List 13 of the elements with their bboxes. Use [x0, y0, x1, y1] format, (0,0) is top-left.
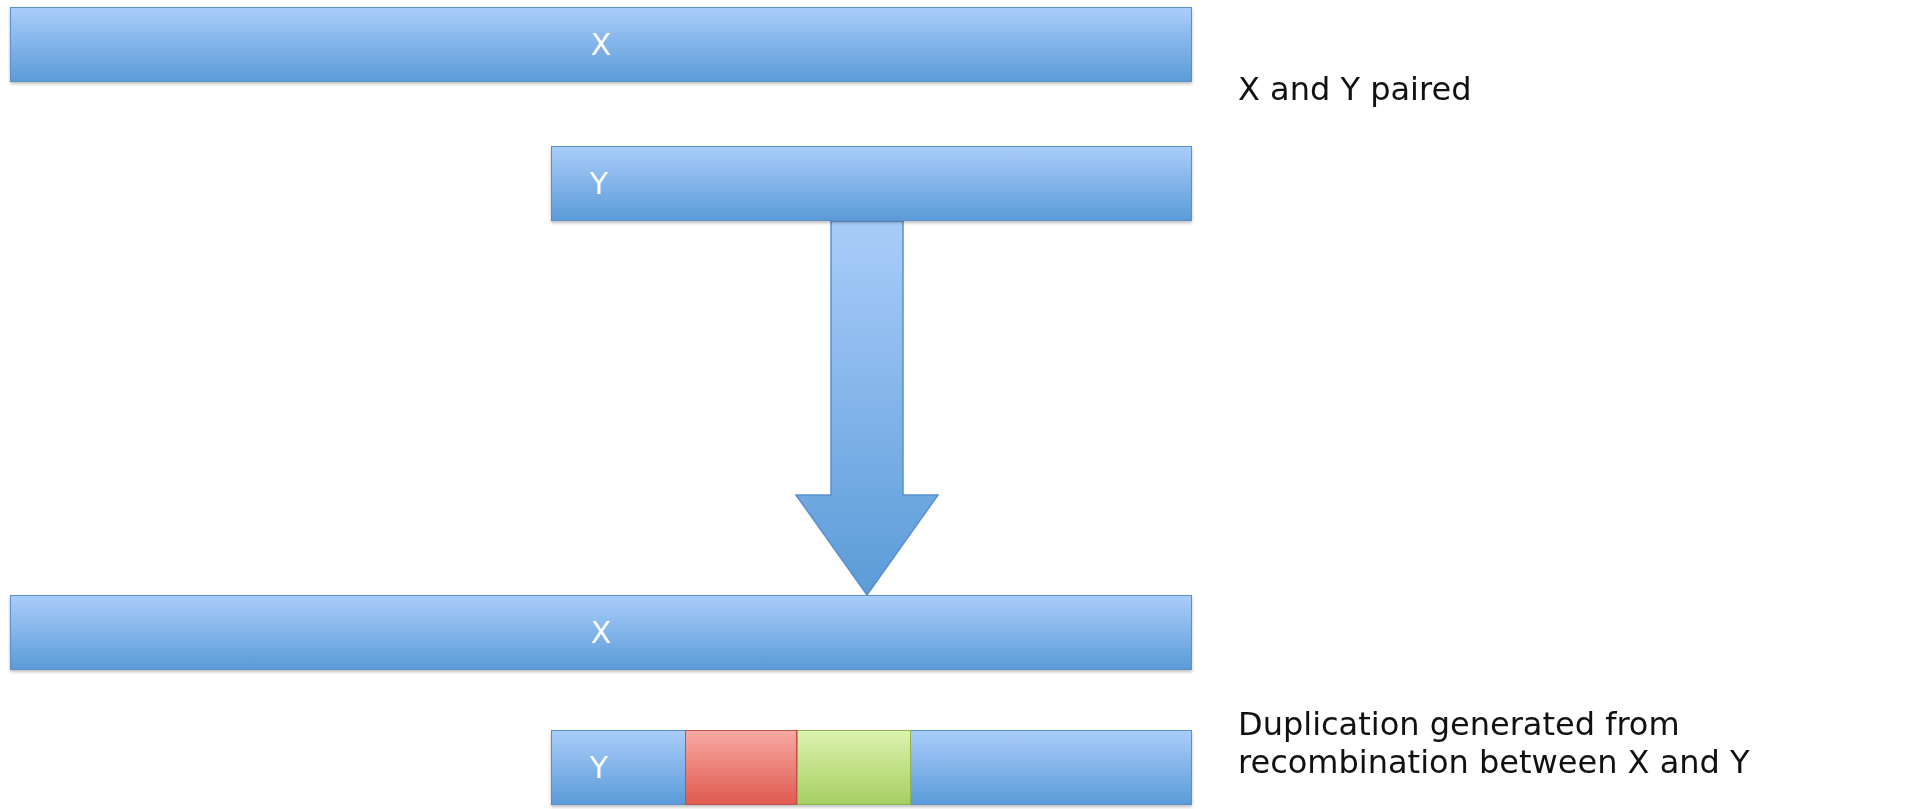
segment-block	[797, 730, 911, 805]
bar-label: X	[590, 617, 612, 648]
chromosome-bar	[551, 730, 1192, 805]
chromosome-bar	[551, 146, 1192, 221]
block-arrow	[794, 220, 940, 597]
bar-label: Y	[589, 168, 609, 199]
bar-label: Y	[589, 752, 609, 783]
note-text: X and Y paired	[1238, 70, 1473, 108]
chromosome-bar	[10, 595, 1192, 670]
note-text: Duplication generated from recombination between X and Y	[1238, 705, 1751, 781]
chromosome-bar	[10, 7, 1192, 82]
segment-block	[685, 730, 797, 805]
bar-label: X	[590, 29, 612, 60]
